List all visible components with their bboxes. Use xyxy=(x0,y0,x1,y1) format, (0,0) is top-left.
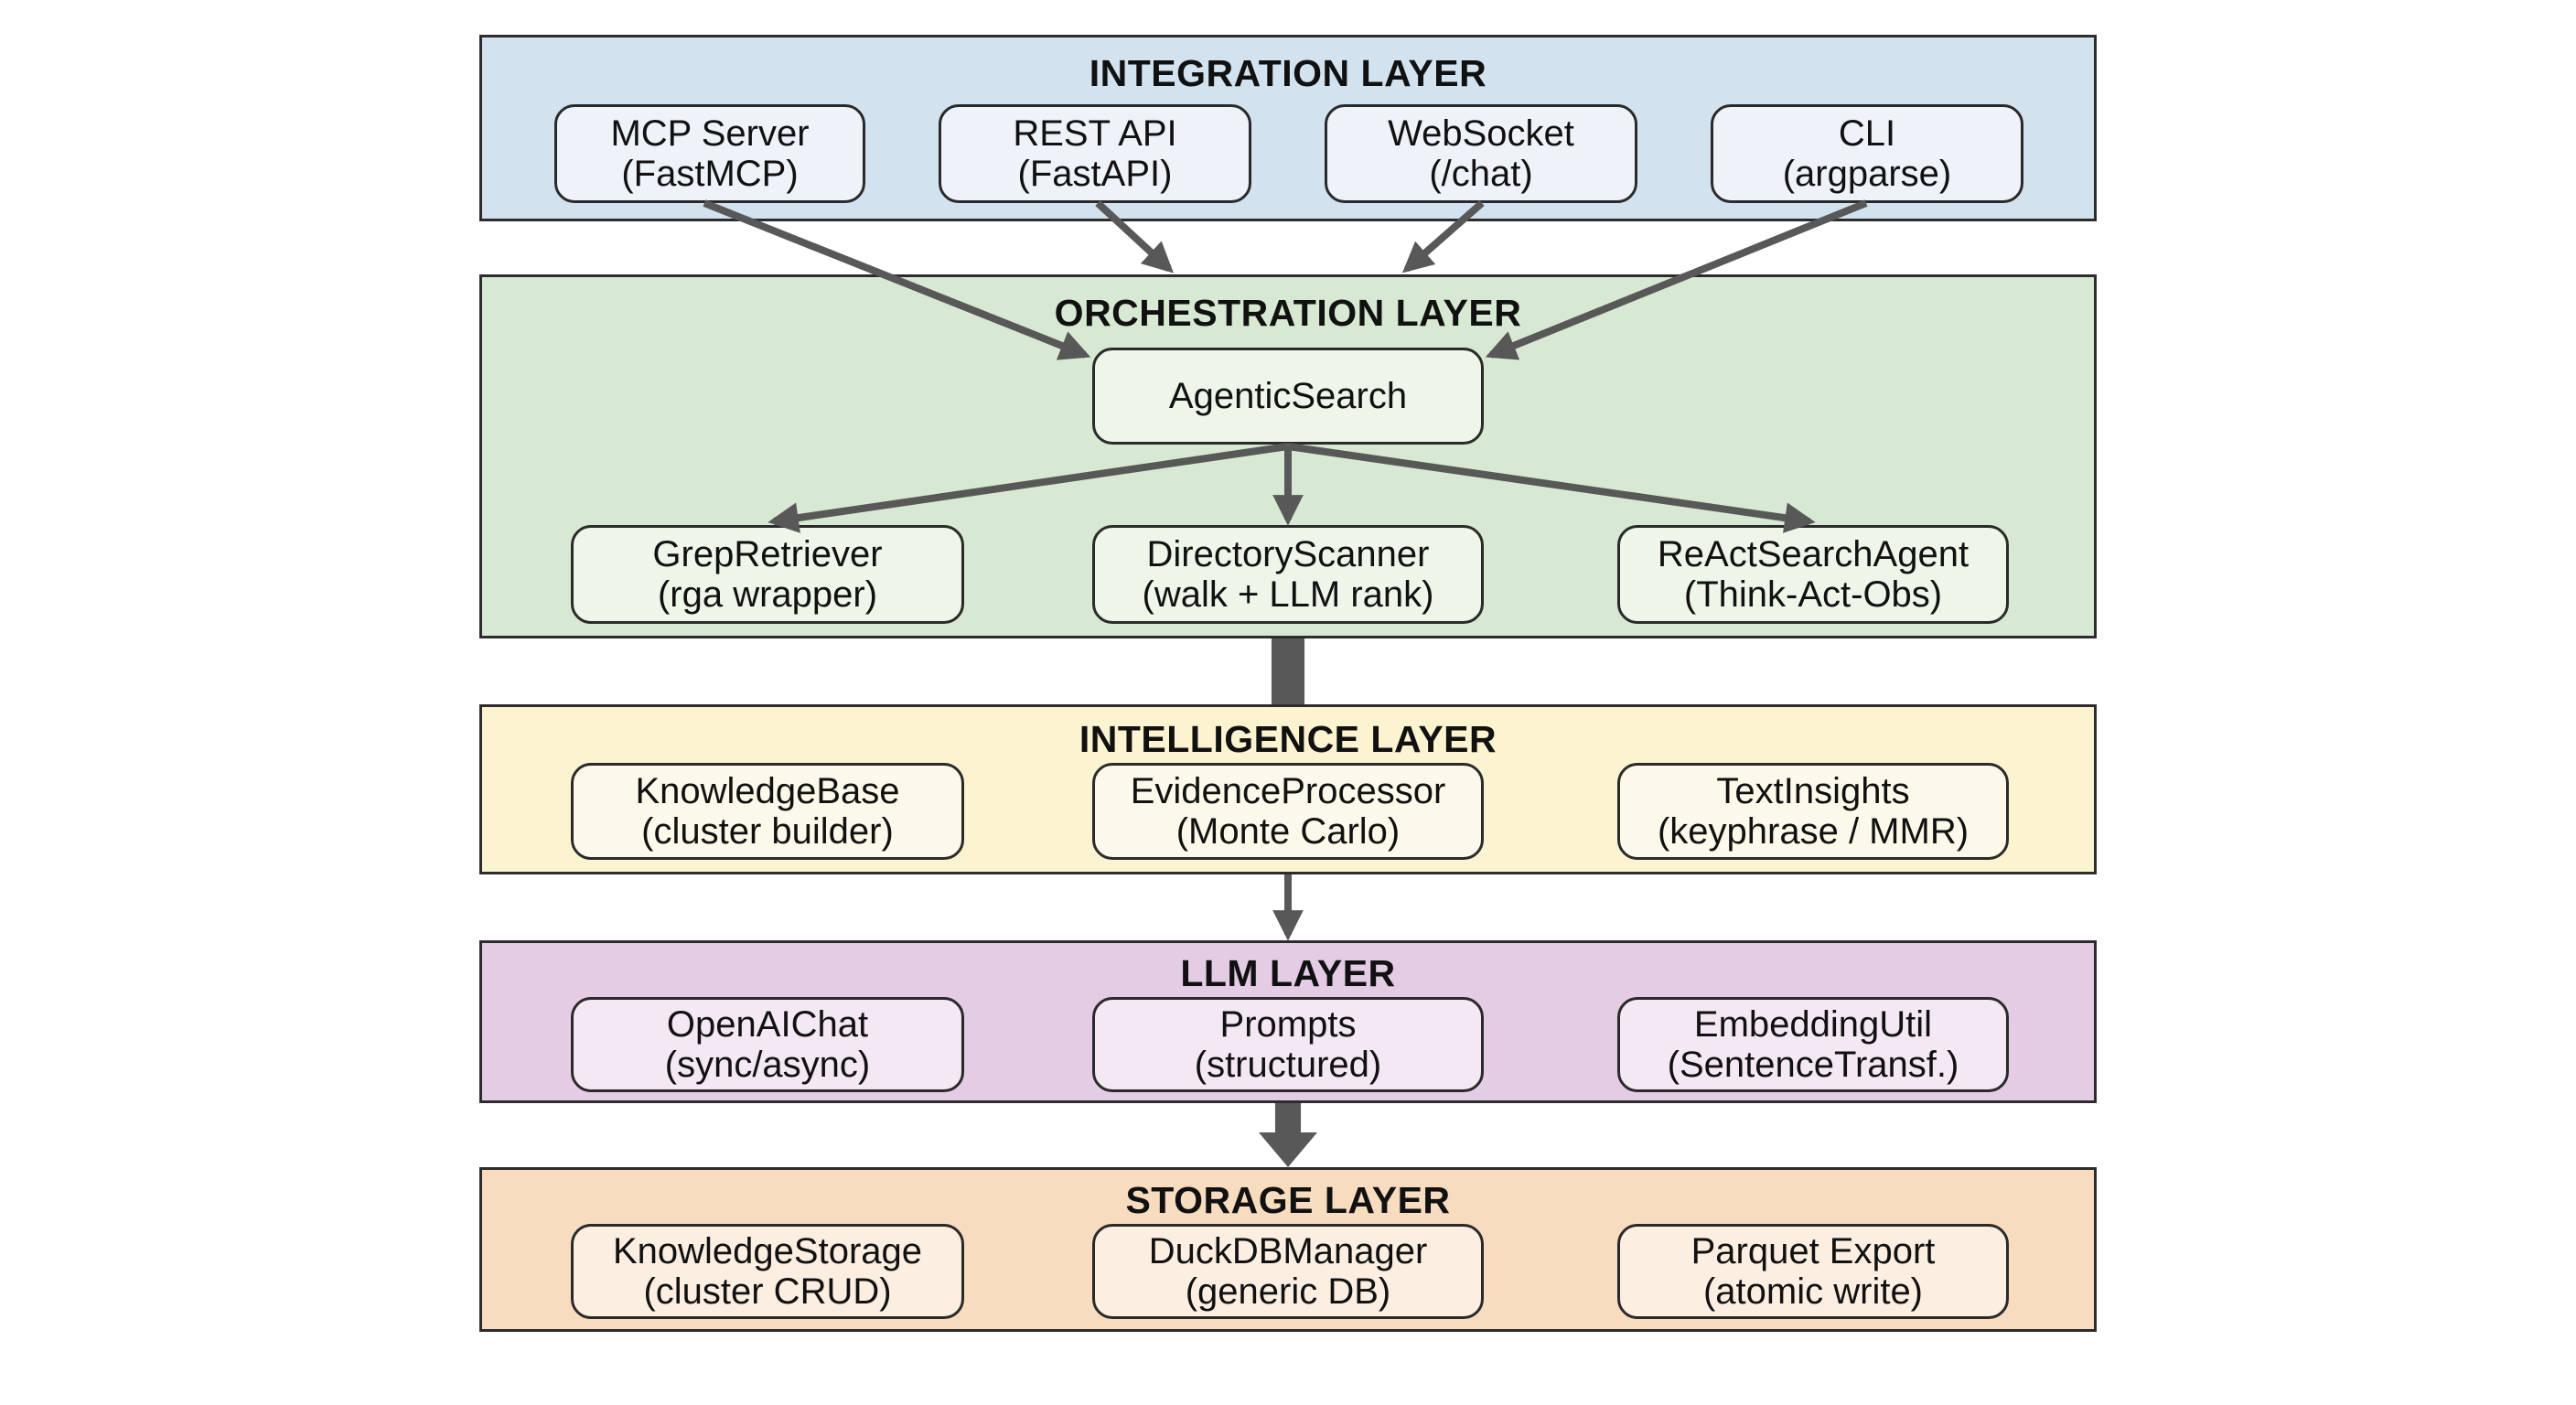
rest-api-name: REST API xyxy=(1013,113,1177,154)
prompts-name: Prompts xyxy=(1219,1004,1357,1045)
knowledge-storage-name: KnowledgeStorage xyxy=(612,1231,923,1271)
evidence-processor-detail: (Monte Carlo) xyxy=(1175,811,1401,852)
connector-orch-to-intel xyxy=(1272,638,1304,704)
knowledge-storage-node: KnowledgeStorage (cluster CRUD) xyxy=(571,1224,964,1319)
prompts-detail: (structured) xyxy=(1194,1045,1382,1085)
intelligence-layer-title: INTELLIGENCE LAYER xyxy=(1079,718,1497,760)
duckdb-manager-node: DuckDBManager (generic DB) xyxy=(1092,1224,1484,1319)
prompts-node: Prompts (structured) xyxy=(1092,997,1484,1092)
parquet-export-node: Parquet Export (atomic write) xyxy=(1617,1224,2009,1319)
mcp-server-node: MCP Server (FastMCP) xyxy=(554,104,865,203)
knowledge-base-node: KnowledgeBase (cluster builder) xyxy=(571,763,964,860)
react-search-agent-detail: (Think-Act-Obs) xyxy=(1683,574,1943,615)
evidence-processor-node: EvidenceProcessor (Monte Carlo) xyxy=(1092,763,1484,860)
cli-name: CLI xyxy=(1838,113,1896,154)
duckdb-manager-name: DuckDBManager xyxy=(1148,1231,1428,1271)
text-insights-node: TextInsights (keyphrase / MMR) xyxy=(1617,763,2009,860)
directory-scanner-name: DirectoryScanner xyxy=(1146,534,1430,574)
agentic-search-node: AgenticSearch xyxy=(1092,348,1484,445)
text-insights-name: TextInsights xyxy=(1716,771,1910,811)
cli-node: CLI (argparse) xyxy=(1711,104,2023,203)
websocket-node: WebSocket (/chat) xyxy=(1325,104,1637,203)
cli-detail: (argparse) xyxy=(1782,154,1952,194)
knowledge-base-detail: (cluster builder) xyxy=(641,811,894,852)
openai-chat-name: OpenAIChat xyxy=(666,1004,869,1045)
react-search-agent-name: ReActSearchAgent xyxy=(1657,534,1970,574)
grep-retriever-detail: (rga wrapper) xyxy=(657,574,878,615)
orchestration-layer-title: ORCHESTRATION LAYER xyxy=(1054,292,1522,334)
react-search-agent-node: ReActSearchAgent (Think-Act-Obs) xyxy=(1617,525,2009,624)
parquet-export-detail: (atomic write) xyxy=(1702,1271,1924,1312)
evidence-processor-name: EvidenceProcessor xyxy=(1130,771,1446,811)
text-insights-detail: (keyphrase / MMR) xyxy=(1657,811,1970,852)
storage-layer-title: STORAGE LAYER xyxy=(1125,1179,1451,1221)
connector-llm-to-storage-head xyxy=(1259,1132,1317,1167)
rest-api-node: REST API (FastAPI) xyxy=(939,104,1251,203)
knowledge-storage-detail: (cluster CRUD) xyxy=(643,1271,892,1312)
llm-layer-title: LLM LAYER xyxy=(1180,952,1396,994)
openai-chat-detail: (sync/async) xyxy=(664,1045,871,1085)
embedding-util-node: EmbeddingUtil (SentenceTransf.) xyxy=(1617,997,2009,1092)
embedding-util-name: EmbeddingUtil xyxy=(1693,1004,1933,1045)
connector-llm-to-storage-stem xyxy=(1275,1103,1301,1140)
directory-scanner-detail: (walk + LLM rank) xyxy=(1142,574,1434,615)
agentic-search-name: AgenticSearch xyxy=(1168,376,1408,416)
directory-scanner-node: DirectoryScanner (walk + LLM rank) xyxy=(1092,525,1484,624)
knowledge-base-name: KnowledgeBase xyxy=(635,771,900,811)
integration-layer-title: INTEGRATION LAYER xyxy=(1089,52,1487,94)
websocket-name: WebSocket xyxy=(1388,113,1574,154)
mcp-server-name: MCP Server xyxy=(610,113,810,154)
embedding-util-detail: (SentenceTransf.) xyxy=(1667,1045,1959,1085)
websocket-detail: (/chat) xyxy=(1429,154,1533,194)
grep-retriever-node: GrepRetriever (rga wrapper) xyxy=(571,525,964,624)
grep-retriever-name: GrepRetriever xyxy=(652,534,883,574)
duckdb-manager-detail: (generic DB) xyxy=(1185,1271,1391,1312)
openai-chat-node: OpenAIChat (sync/async) xyxy=(571,997,964,1092)
parquet-export-name: Parquet Export xyxy=(1690,1231,1936,1271)
mcp-server-detail: (FastMCP) xyxy=(621,154,799,194)
rest-api-detail: (FastAPI) xyxy=(1017,154,1173,194)
